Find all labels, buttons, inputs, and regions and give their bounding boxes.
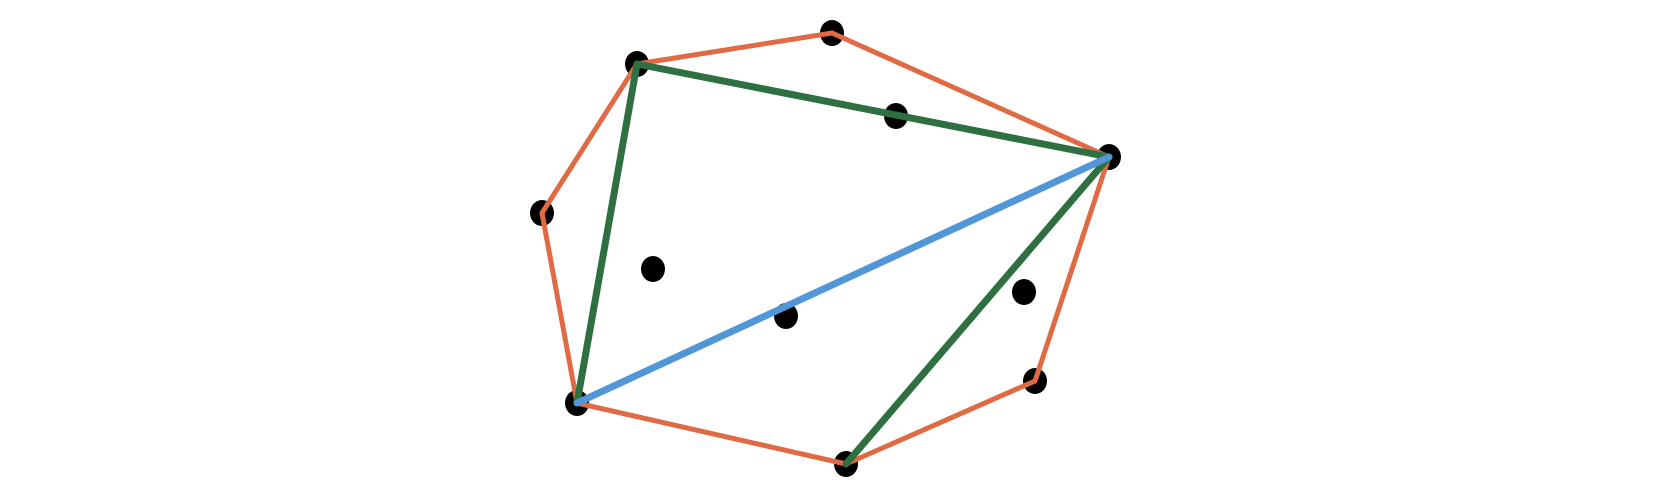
hull-edge-p10-p5 <box>539 210 580 406</box>
green-edge-p1-p4 <box>633 60 1113 161</box>
green-edges <box>573 60 1113 468</box>
green-edge-p4-p11 <box>842 153 1113 468</box>
green-edge-p10-p1 <box>573 60 641 407</box>
hull-edge-p4-p9 <box>1032 154 1112 384</box>
hull-edge-p9-p11 <box>843 378 1038 467</box>
hull-edge-p11-p10 <box>574 400 849 467</box>
hull-edge-p1-p2 <box>634 30 835 67</box>
point-p8 <box>1012 279 1036 305</box>
blue-edge-p10-p4 <box>573 153 1113 407</box>
blue-edges <box>573 153 1113 407</box>
hull-edge-p2-p4 <box>829 30 1112 160</box>
hull-edge-p5-p1 <box>539 61 640 216</box>
point-p6 <box>641 256 665 282</box>
hull-edges <box>539 30 1112 467</box>
